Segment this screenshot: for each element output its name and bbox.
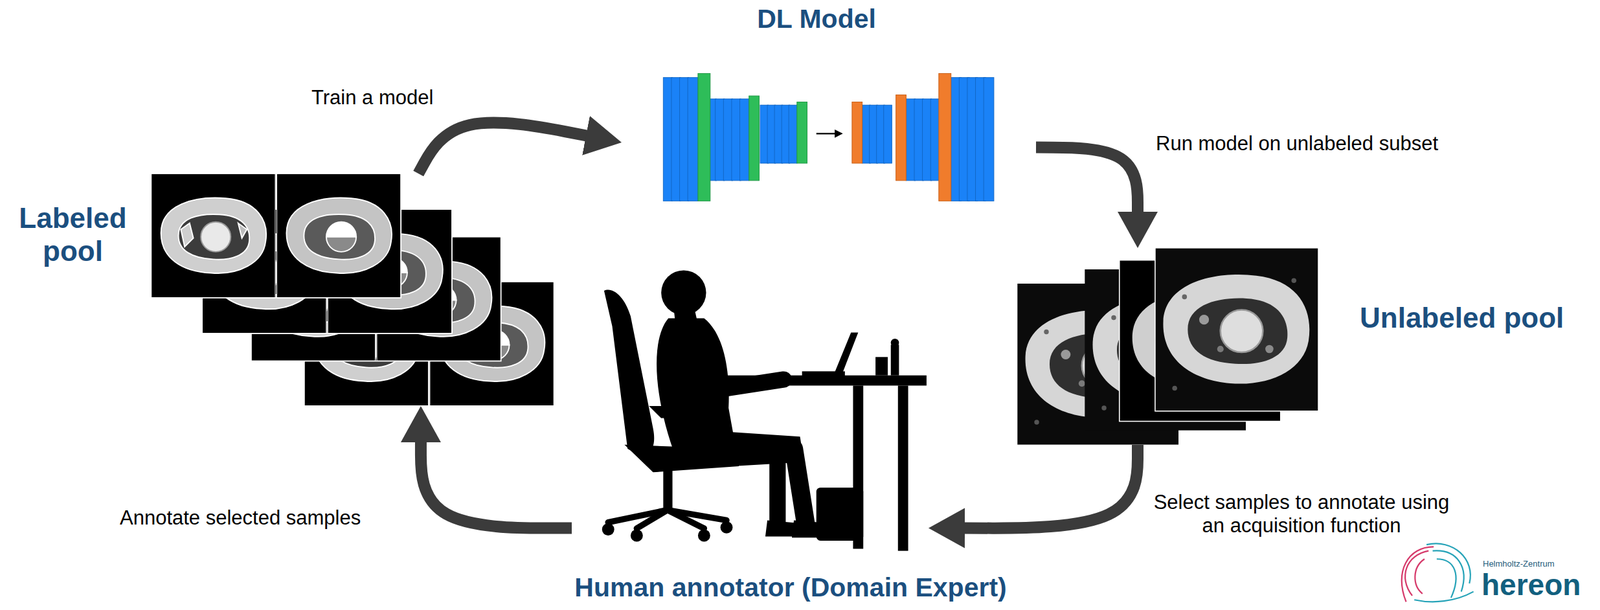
network-symbol-part bbox=[698, 73, 808, 201]
network-symbol-part-part bbox=[983, 77, 994, 202]
network-symbol-part-part bbox=[715, 99, 725, 181]
edge-label: Train a model bbox=[311, 86, 434, 110]
network-symbol-part-part bbox=[797, 102, 808, 164]
arrow-symbol bbox=[834, 129, 844, 138]
annotator-silhouette-part bbox=[714, 375, 927, 386]
annotator-silhouette-part bbox=[802, 371, 846, 377]
network-symbol-part-part bbox=[749, 95, 760, 181]
annotator-silhouette-part bbox=[765, 519, 812, 537]
cycle-arrow bbox=[963, 444, 1138, 529]
network-symbol-part-part bbox=[671, 77, 681, 202]
slice-frame bbox=[150, 173, 401, 298]
labeled-pool-node: Labeled pool bbox=[150, 173, 557, 406]
model-heading: DL Model bbox=[756, 3, 877, 35]
network-symbol-part bbox=[852, 73, 952, 201]
annotator-silhouette-part bbox=[898, 385, 909, 551]
network-symbol-part-part bbox=[905, 99, 915, 181]
annotator-silhouette bbox=[602, 270, 927, 551]
network-symbol-part-part bbox=[938, 73, 952, 201]
network-symbol-part-part bbox=[740, 99, 750, 181]
annotator-silhouette-part bbox=[720, 521, 733, 534]
dl-model-node: DL Model bbox=[621, 64, 1037, 208]
logo-mark-part bbox=[1414, 558, 1425, 594]
ct-slice bbox=[1155, 247, 1319, 412]
annotator-silhouette-part bbox=[793, 448, 807, 527]
network-symbol-part-part bbox=[788, 104, 798, 164]
network-symbol bbox=[663, 73, 994, 201]
logo-mark-part bbox=[1401, 546, 1434, 602]
annotator-silhouette-part bbox=[816, 487, 864, 541]
labeled-image-stack bbox=[150, 173, 554, 406]
slice-frame bbox=[1155, 247, 1319, 412]
cycle-arrow bbox=[420, 440, 572, 529]
annotator-silhouette-part bbox=[890, 344, 900, 375]
annotator-silhouette-part bbox=[604, 289, 654, 456]
edge-label: Annotate selected samples bbox=[119, 506, 361, 530]
cycle-arrow bbox=[1036, 147, 1138, 214]
network-symbol-part-part bbox=[914, 99, 924, 181]
annotator-silhouette-part bbox=[608, 510, 727, 529]
annotator-silhouette-part bbox=[630, 529, 643, 542]
annotator-silhouette-part-part bbox=[667, 510, 727, 521]
network-symbol-part-part bbox=[930, 99, 940, 181]
network-symbol-part-part bbox=[922, 99, 932, 181]
pool-heading: Labeled pool bbox=[6, 202, 140, 268]
annotator-silhouette-part bbox=[875, 356, 888, 375]
logo-mark-part bbox=[1414, 591, 1474, 603]
arrow-symbol bbox=[816, 132, 838, 135]
unlabeled-pool-node: Unlabeled pool bbox=[1017, 247, 1319, 445]
ct-mask bbox=[276, 173, 401, 298]
logo-wordmark: hereon bbox=[1481, 567, 1581, 603]
annotator-heading: Human annotator (Domain Expert) bbox=[574, 572, 1007, 603]
cycle-arrow bbox=[418, 123, 588, 174]
edge-label: Select samples to annotate using an acqu… bbox=[1146, 490, 1457, 537]
network-symbol-part-part bbox=[731, 99, 741, 181]
annotator-silhouette-part bbox=[698, 529, 711, 542]
network-symbol-part-part bbox=[663, 77, 673, 202]
annotator-silhouette-part bbox=[832, 332, 858, 378]
network-symbol-part-part bbox=[687, 77, 699, 202]
ct-slice bbox=[150, 173, 276, 298]
network-symbol-part-part bbox=[723, 99, 733, 181]
network-symbol-part-part bbox=[698, 73, 711, 201]
logo-mark-part bbox=[1436, 558, 1457, 598]
edge-label: Run model on unlabeled subset bbox=[1155, 132, 1439, 156]
logo-subtitle: Helmholtz-Zentrum bbox=[1482, 559, 1555, 570]
logo-mark-part bbox=[1432, 550, 1465, 592]
network-symbol-part-part bbox=[896, 94, 907, 181]
annotator-silhouette-part-part bbox=[636, 510, 667, 529]
pool-heading: Unlabeled pool bbox=[1359, 301, 1564, 335]
annotator-silhouette-part bbox=[769, 453, 786, 527]
annotator-silhouette-part bbox=[890, 338, 900, 348]
logo-mark bbox=[1401, 543, 1474, 602]
network-symbol-part-part bbox=[883, 104, 893, 164]
network-symbol-part-part bbox=[852, 102, 863, 164]
annotator-silhouette-part bbox=[602, 523, 615, 536]
annotator-node: Human annotator (Domain Expert) bbox=[571, 263, 929, 552]
network-symbol-part-part bbox=[679, 77, 689, 202]
unlabeled-image-stack bbox=[1017, 247, 1319, 445]
annotator-silhouette-part bbox=[663, 469, 673, 511]
